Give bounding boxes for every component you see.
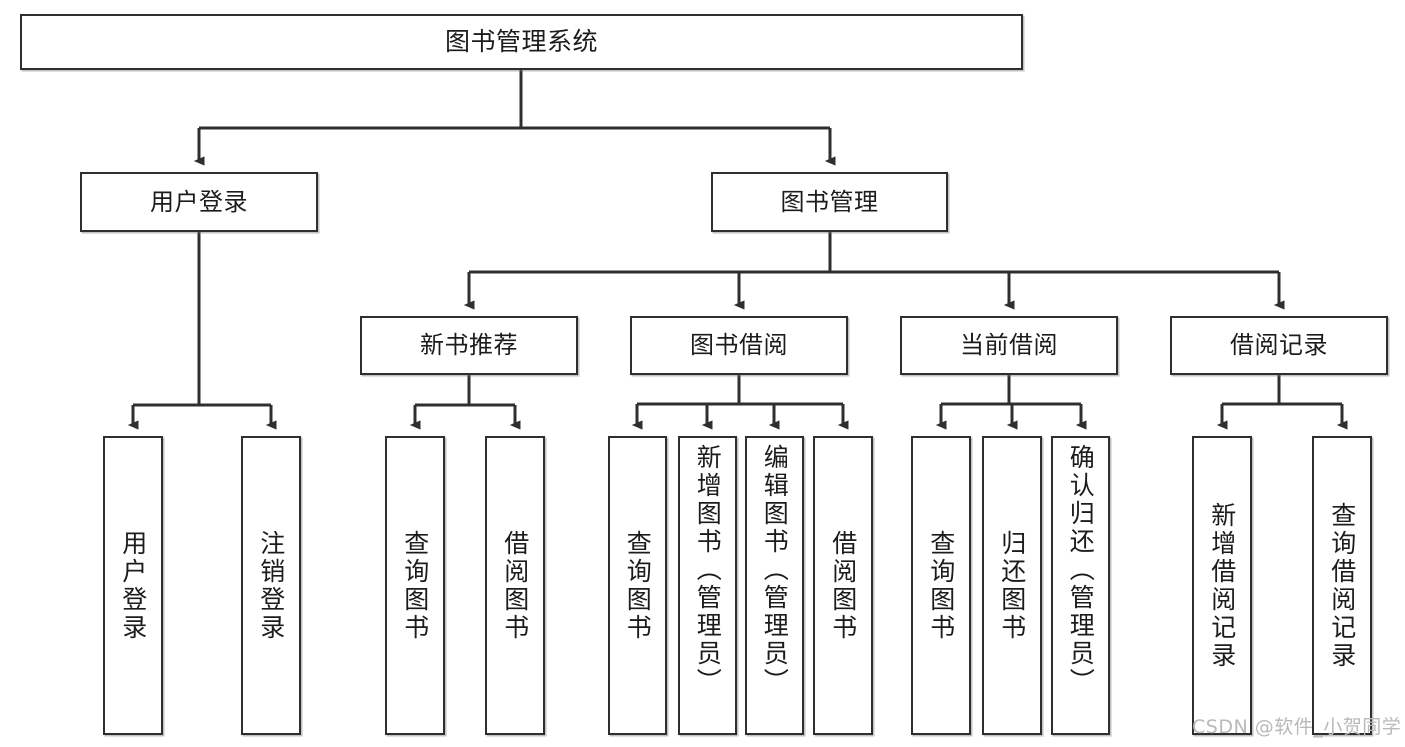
leaf-confirm-return-admin[interactable]: 确认归还（管理员）: [1051, 436, 1110, 735]
node-label: 用户登录: [150, 187, 248, 216]
leaf-add-book-admin[interactable]: 新增图书（管理员）: [678, 436, 737, 735]
leaf-logout[interactable]: 注销登录: [241, 436, 301, 735]
node-label: 用户登录: [118, 529, 148, 642]
csdn-watermark: CSDN @软件_小贺同学: [1192, 716, 1402, 738]
node-label: 借阅图书: [828, 529, 858, 642]
node-label: 借阅图书: [500, 529, 530, 642]
node-borrow-record[interactable]: 借阅记录: [1170, 316, 1388, 375]
leaf-user-login[interactable]: 用户登录: [103, 436, 163, 735]
leaf-add-borrow-record[interactable]: 新增借阅记录: [1192, 436, 1252, 735]
node-book-management[interactable]: 图书管理: [711, 172, 948, 232]
node-label: 新增图书（管理员）: [693, 444, 723, 696]
node-book-borrow[interactable]: 图书借阅: [630, 316, 848, 375]
node-label: 查询图书: [926, 529, 956, 642]
node-label: 新增借阅记录: [1207, 501, 1237, 670]
node-label: 查询图书: [400, 529, 430, 642]
node-root-system[interactable]: 图书管理系统: [20, 14, 1023, 70]
node-label: 查询借阅记录: [1327, 501, 1357, 670]
leaf-borrow-book[interactable]: 借阅图书: [813, 436, 873, 735]
leaf-query-book-recommend[interactable]: 查询图书: [385, 436, 445, 735]
leaf-borrow-book-recommend[interactable]: 借阅图书: [485, 436, 545, 735]
node-current-borrow[interactable]: 当前借阅: [900, 316, 1118, 375]
node-label: 编辑图书（管理员）: [760, 444, 790, 696]
node-label: 确认归还（管理员）: [1066, 444, 1096, 696]
node-new-book-recommend[interactable]: 新书推荐: [360, 316, 578, 375]
leaf-query-book-borrow[interactable]: 查询图书: [608, 436, 667, 735]
node-label: 图书管理系统: [444, 27, 598, 57]
leaf-return-book[interactable]: 归还图书: [982, 436, 1042, 735]
node-label: 借阅记录: [1230, 331, 1328, 360]
node-label: 查询图书: [623, 529, 653, 642]
node-label: 图书管理: [780, 187, 879, 216]
leaf-query-borrow-record[interactable]: 查询借阅记录: [1312, 436, 1372, 735]
leaf-edit-book-admin[interactable]: 编辑图书（管理员）: [745, 436, 804, 735]
node-label: 当前借阅: [960, 331, 1058, 360]
node-label: 新书推荐: [420, 331, 518, 360]
node-label: 归还图书: [997, 529, 1027, 642]
leaf-query-book-current[interactable]: 查询图书: [911, 436, 971, 735]
node-user-login[interactable]: 用户登录: [80, 172, 318, 232]
node-label: 图书借阅: [690, 331, 788, 360]
node-label: 注销登录: [256, 529, 286, 642]
